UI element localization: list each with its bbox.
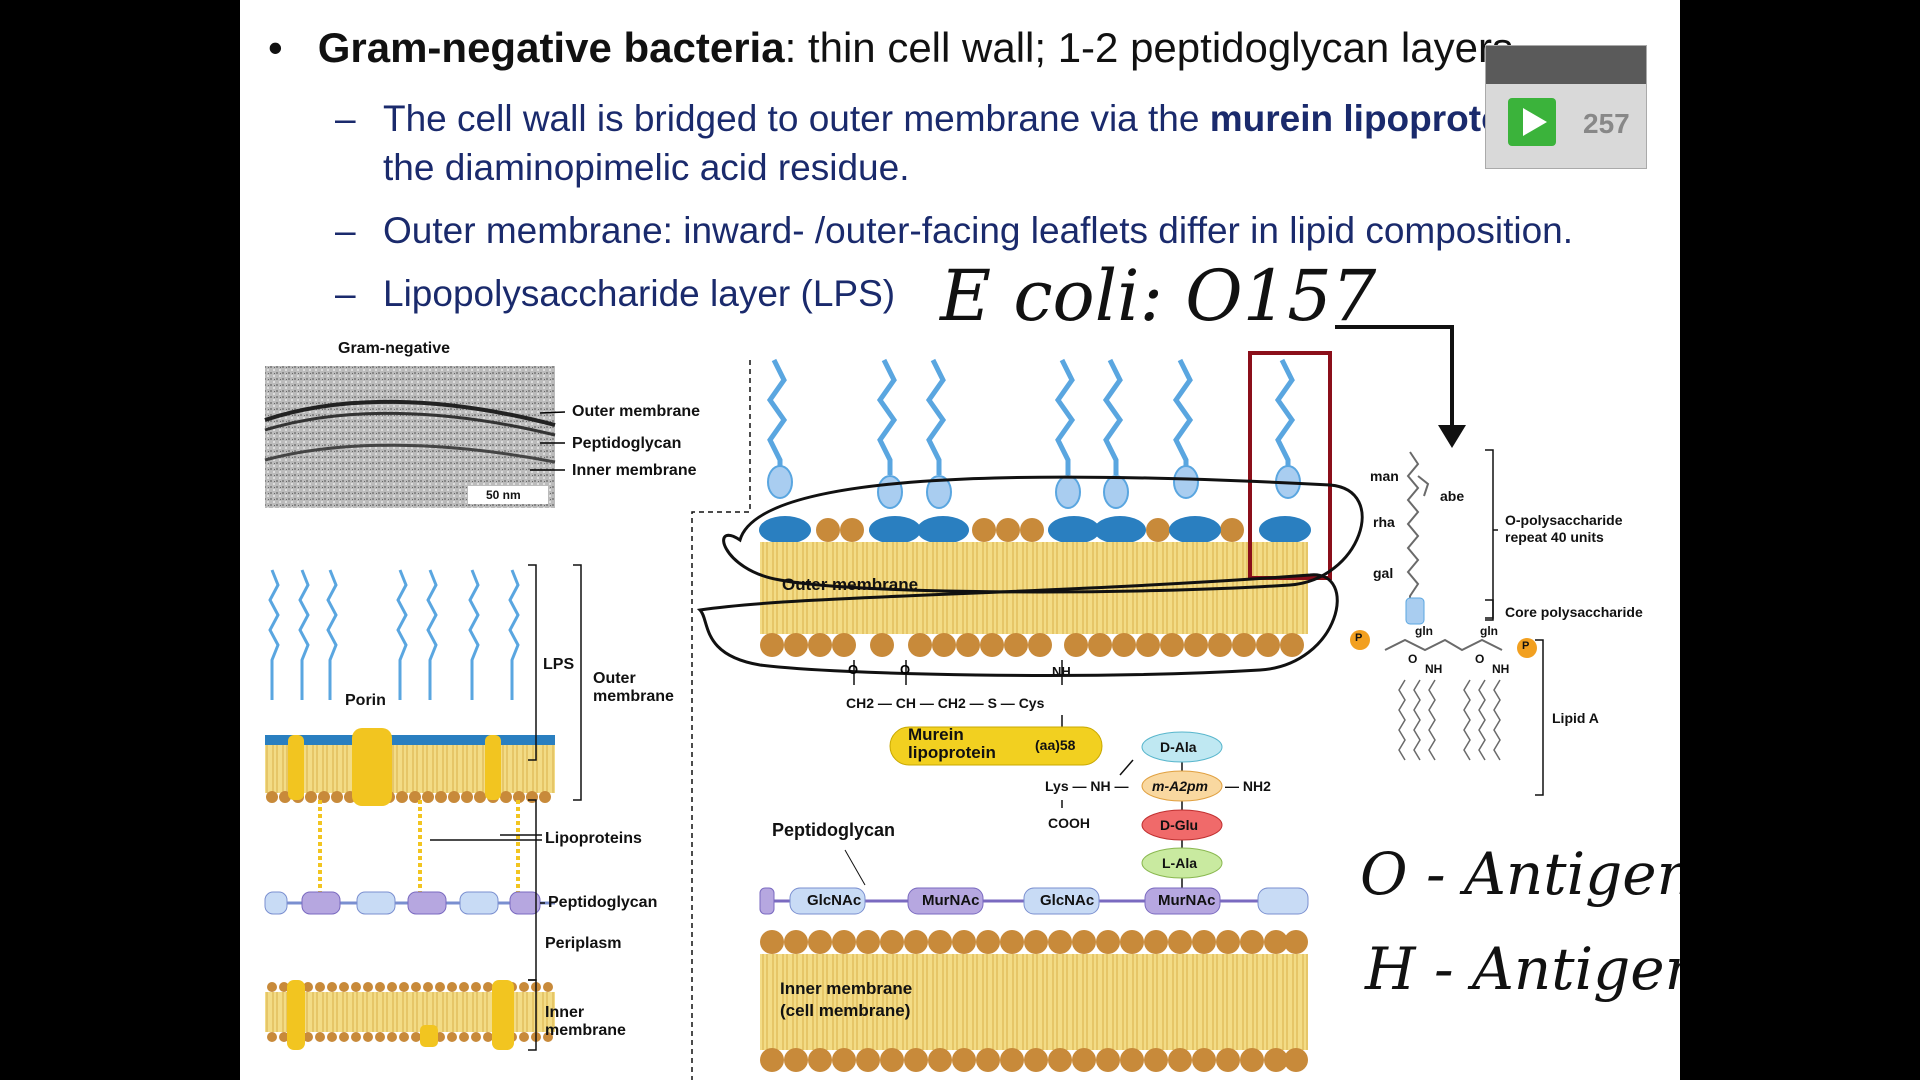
label-o-2: O (1475, 652, 1485, 666)
label-rha: rha (1373, 514, 1395, 530)
slide: • Gram-negative bacteria: thin cell wall… (240, 0, 1680, 1080)
label-murnac-1: MurNAc (922, 892, 980, 909)
svg-text:O: O (900, 662, 910, 677)
label-aa: (aa)58 (1035, 737, 1076, 753)
label-o-1: O (1408, 652, 1418, 666)
label-periplasm: Periplasm (545, 935, 622, 952)
label-nh2: — NH2 (1225, 778, 1271, 794)
label-nh-1: NH (1425, 662, 1443, 676)
video-counter-widget[interactable]: 257 (1485, 45, 1647, 169)
label-cooh: COOH (1048, 815, 1090, 831)
micrograph-scale: 50 nm (486, 488, 521, 502)
glcnac-2 (1023, 887, 1100, 915)
handwritten-o-antigens: O - Antigens (1360, 840, 1680, 908)
label-l-ala: L-Ala (1162, 855, 1197, 871)
chem-line: CH2 — CH — CH2 — S — Cys (846, 695, 1045, 711)
label-outer-membrane-left: Outer membrane (593, 670, 674, 705)
label-nh-2: NH (1492, 662, 1510, 676)
label-peptidoglycan-left: Peptidoglycan (548, 894, 658, 911)
hand-loop-1 (722, 475, 1364, 594)
glcnac-1 (789, 887, 866, 915)
d-glu-oval (1141, 809, 1223, 841)
label-p-right: P (1522, 640, 1530, 652)
label-lys-nh: Lys — NH — (1045, 778, 1129, 794)
label-glcnac-2: GlcNAc (1040, 892, 1095, 909)
porin-small-2 (485, 735, 501, 800)
bullet-rest: : thin cell wall; 1-2 peptidoglycan laye… (784, 24, 1513, 71)
label-gal: gal (1373, 565, 1394, 581)
handwritten-h-antigen: H - Antigen (1365, 935, 1680, 1003)
micrograph-label-outer: Outer membrane (572, 403, 701, 420)
handwritten-ecoli: E coli: O157 (940, 255, 1377, 337)
label-outer-membrane-center: Outer membrane (782, 575, 919, 594)
micrograph-image (265, 366, 555, 508)
ma2pm-oval (1141, 770, 1223, 802)
sub-1-line1: The cell wall is bridged to outer membra… (383, 98, 1576, 140)
l-ala-oval (1141, 847, 1223, 879)
label-p-left: P (1355, 632, 1363, 644)
label-glcnac-1: GlcNAc (807, 892, 862, 909)
label-inner-membrane-center: Inner membrane (cell membrane) (780, 979, 913, 1020)
murein-pill (889, 726, 1103, 766)
bullet-line: • Gram-negative bacteria: thin cell wall… (268, 24, 1513, 72)
hand-loop-2 (696, 573, 1339, 677)
label-d-ala: D-Ala (1160, 739, 1197, 755)
arrow-head (1438, 425, 1466, 448)
dash-1: – (335, 98, 356, 139)
label-gln-1: gln (1415, 624, 1433, 638)
right-lps-molecule (1350, 449, 1544, 796)
label-lps: LPS (543, 656, 575, 673)
bullet-dot: • (268, 24, 318, 71)
label-porin: Porin (345, 692, 386, 709)
label-gln-2: gln (1480, 624, 1498, 638)
label-d-glu: D-Glu (1160, 817, 1199, 833)
label-man: man (1370, 468, 1399, 484)
label-o-polysaccharide: O-polysaccharide repeat 40 units (1505, 512, 1623, 545)
sub-2: Outer membrane: inward- /outer-facing le… (383, 210, 1574, 251)
arrow-line (1335, 325, 1454, 430)
murnac-1 (907, 887, 984, 915)
label-core-polysaccharide: Core polysaccharide (1505, 604, 1643, 620)
figure-svg: O O (264, 325, 1544, 1080)
label-abe: abe (1440, 488, 1465, 504)
left-envelope-diagram (264, 564, 582, 1051)
sub-1-strong: murein lipoprotein (1209, 98, 1535, 139)
micrograph-label-inner: Inner membrane (572, 462, 697, 479)
micrograph-label-peptidoglycan: Peptidoglycan (572, 435, 682, 452)
sub-1-pre: The cell wall is bridged to outer membra… (383, 98, 1210, 139)
micrograph-title: Gram-negative (338, 340, 451, 357)
label-murein: Murein lipoprotein (908, 725, 996, 762)
play-icon[interactable] (1508, 98, 1556, 146)
label-lipid-a: Lipid A (1552, 710, 1599, 726)
sub-3: Lipopolysaccharide layer (LPS) (383, 273, 896, 314)
svg-text:O: O (848, 662, 858, 677)
center-envelope-diagram: O O (696, 351, 1364, 1072)
highlight-box (1248, 351, 1332, 580)
bullet-term: Gram-negative bacteria (317, 24, 785, 71)
dash-3: – (335, 273, 356, 314)
label-inner-membrane-left: Inner membrane (545, 1004, 626, 1039)
label-murnac-2: MurNAc (1158, 892, 1216, 909)
chem-nh: NH (1052, 664, 1071, 679)
dash-2: – (335, 210, 356, 251)
micrograph (264, 366, 566, 508)
dashed-connector (691, 360, 751, 1080)
porin-large (352, 728, 392, 806)
murnac-2 (1144, 887, 1221, 915)
widget-titlebar (1486, 46, 1646, 84)
d-ala-oval (1141, 731, 1223, 763)
sub-1-line2: the diaminopimelic acid residue. (383, 147, 910, 188)
view-count: 257 (1583, 108, 1630, 139)
label-lipoproteins: Lipoproteins (545, 830, 642, 847)
label-ma2pm: m-A2pm (1152, 778, 1209, 794)
label-peptidoglycan-center: Peptidoglycan (772, 820, 896, 840)
porin-small-1 (288, 735, 304, 800)
